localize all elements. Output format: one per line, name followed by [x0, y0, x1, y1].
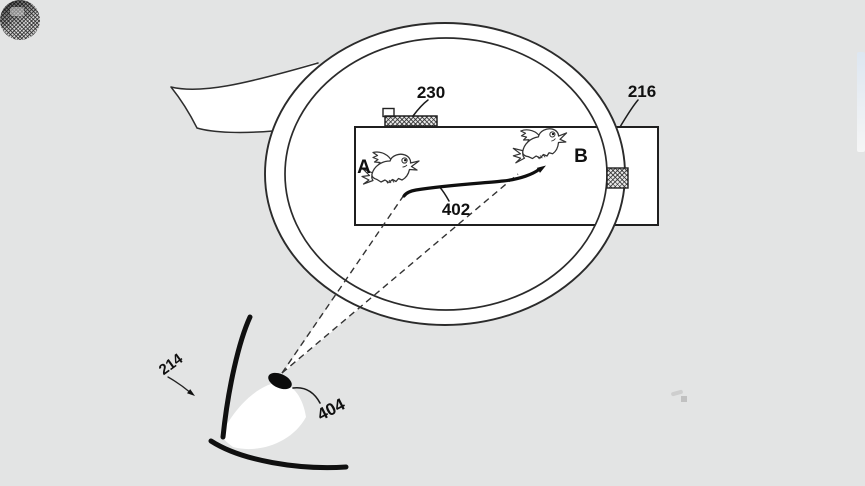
leader-216 [619, 99, 639, 128]
gaze-line-a [281, 194, 405, 374]
lens-rim-fill [265, 23, 625, 325]
lens-inner-edge [284, 37, 608, 311]
scan-dot-small [681, 396, 687, 402]
leader-230 [412, 99, 429, 117]
eye-pupil [268, 372, 292, 390]
label-402: 402 [441, 200, 471, 219]
label-230: 230 [416, 83, 446, 102]
label-object-b: B [574, 146, 588, 167]
lens-outer-edge [264, 22, 626, 326]
label-214: 214 [155, 350, 187, 379]
gaze-line-b [281, 173, 519, 374]
label-404: 404 [314, 394, 348, 425]
display-attachment-hatch [385, 116, 437, 126]
scan-strip-right-edge [857, 52, 865, 152]
label-216: 216 [627, 82, 657, 101]
rim-segment-hatch [607, 168, 628, 188]
gaze-pointer-arrowhead-icon [187, 389, 195, 396]
flight-path-arrowhead-icon [536, 165, 546, 173]
eye-iris [0, 0, 40, 40]
eye-upper-lid [220, 314, 253, 440]
bird-b-icon [509, 123, 571, 164]
eye-sclera [222, 382, 306, 450]
leader-404 [292, 386, 321, 404]
frame-nosepiece [171, 62, 320, 133]
leader-402 [439, 186, 450, 202]
scan-smudge-top-left [10, 7, 24, 16]
eye-lower-lid [208, 438, 349, 471]
lens-disc [265, 23, 625, 325]
gaze-pointer-line [167, 376, 190, 393]
sight-beam [282, 173, 519, 374]
flight-path-curve [402, 167, 541, 198]
frame-nosepiece-outline [170, 62, 319, 134]
label-object-a: A [357, 157, 371, 178]
